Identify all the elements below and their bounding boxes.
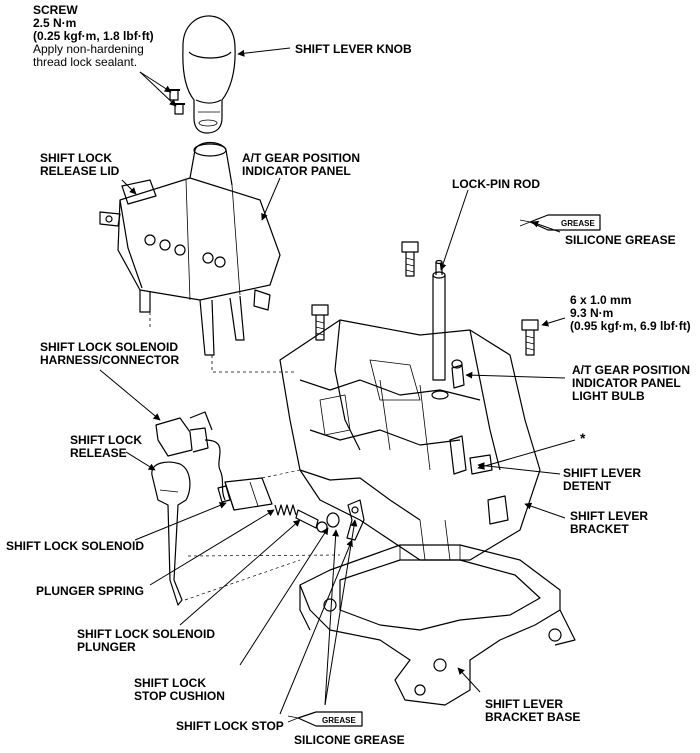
label-shift-lock-release-line2: RELEASE (70, 446, 127, 460)
leader-lines (99, 47, 576, 715)
label-silicone-grease-bottom: SILICONE GREASE (294, 733, 405, 747)
grease-tag-bottom: GREASE (322, 716, 356, 725)
label-plunger-spring: PLUNGER SPRING (36, 584, 145, 598)
label-bolt-size: 6 x 1.0 mm (570, 293, 632, 307)
asterisk-mark: * (580, 430, 586, 446)
label-at-gear-panel-line2: INDICATOR PANEL (242, 164, 351, 178)
label-shift-lever-knob: SHIFT LEVER KNOB (295, 42, 412, 56)
label-bolt-torque-nm: 9.3 N·m (570, 306, 614, 320)
label-bracket-base-line1: SHIFT LEVER (485, 697, 564, 711)
label-solenoid-harness-line1: SHIFT LOCK SOLENOID (40, 340, 178, 354)
label-silicone-grease-top: SILICONE GREASE (565, 233, 676, 247)
bolt-left (401, 241, 419, 277)
grease-tube-top-icon (519, 214, 601, 231)
label-bracket-base-line2: BRACKET BASE (485, 710, 581, 724)
screw-torque-imperial: (0.25 kgf·m, 1.8 lbf·ft) (33, 29, 154, 43)
bolt-mid (311, 304, 329, 341)
label-solenoid-plunger-line1: SHIFT LOCK SOLENOID (77, 627, 215, 641)
screw-note-line1: Apply non-hardening (33, 42, 144, 56)
grease-tube-bottom-icon (287, 711, 363, 727)
shift-lock-stop-part (346, 499, 365, 541)
label-shift-lever-bracket-line1: SHIFT LEVER (570, 509, 649, 523)
label-shift-lock-release-lid-line2: RELEASE LID (40, 164, 120, 178)
lock-pin-rod-part (432, 259, 446, 381)
shift-lever-knob-part (182, 15, 236, 134)
label-shift-lever-detent-line1: SHIFT LEVER (563, 466, 642, 480)
label-shift-lock-release-lid-line1: SHIFT LOCK (40, 151, 112, 165)
label-bolt-torque-imperial: (0.95 kgf·m, 6.9 lbf·ft) (570, 319, 691, 333)
shift-lever-bracket-part (279, 319, 541, 561)
shift-lock-solenoid-part (217, 477, 273, 511)
label-light-bulb-line1: A/T GEAR POSITION (572, 363, 691, 377)
label-light-bulb-line2: INDICATOR PANEL (572, 376, 681, 390)
plunger-spring-part (274, 504, 297, 516)
grease-tag-top: GREASE (561, 219, 595, 228)
label-light-bulb-line3: LIGHT BULB (572, 389, 645, 403)
label-shift-lock-stop: SHIFT LOCK STOP (176, 719, 284, 733)
shift-lock-release-part (151, 461, 191, 606)
solenoid-plunger-part (295, 509, 328, 533)
screw-note-line2: thread lock sealant. (33, 55, 138, 69)
gear-position-indicator-panel (99, 141, 281, 356)
label-solenoid-plunger-line2: PLUNGER (77, 640, 136, 654)
label-lock-pin-rod: LOCK-PIN ROD (452, 177, 540, 191)
label-stop-cushion-line2: STOP CUSHION (134, 689, 225, 703)
label-solenoid-harness-line2: HARNESS/CONNECTOR (40, 353, 180, 367)
label-stop-cushion-line1: SHIFT LOCK (134, 676, 206, 690)
label-shift-lever-detent-line2: DETENT (563, 479, 611, 493)
label-shift-lever-bracket-line2: BRACKET (570, 522, 629, 536)
label-at-gear-panel-line1: A/T GEAR POSITION (242, 151, 361, 165)
screw-title: SCREW (33, 3, 78, 17)
label-shift-lock-solenoid: SHIFT LOCK SOLENOID (6, 539, 144, 553)
indicator-panel-light-bulb (451, 359, 465, 389)
shift-lock-stop-cushion-part (326, 512, 340, 528)
label-shift-lock-release-line1: SHIFT LOCK (70, 433, 142, 447)
shift-lever-bracket-base (299, 544, 576, 706)
solenoid-harness-connector-part (155, 411, 226, 501)
bolt-right (521, 319, 539, 356)
screw-torque-nm: 2.5 N·m (33, 16, 77, 30)
